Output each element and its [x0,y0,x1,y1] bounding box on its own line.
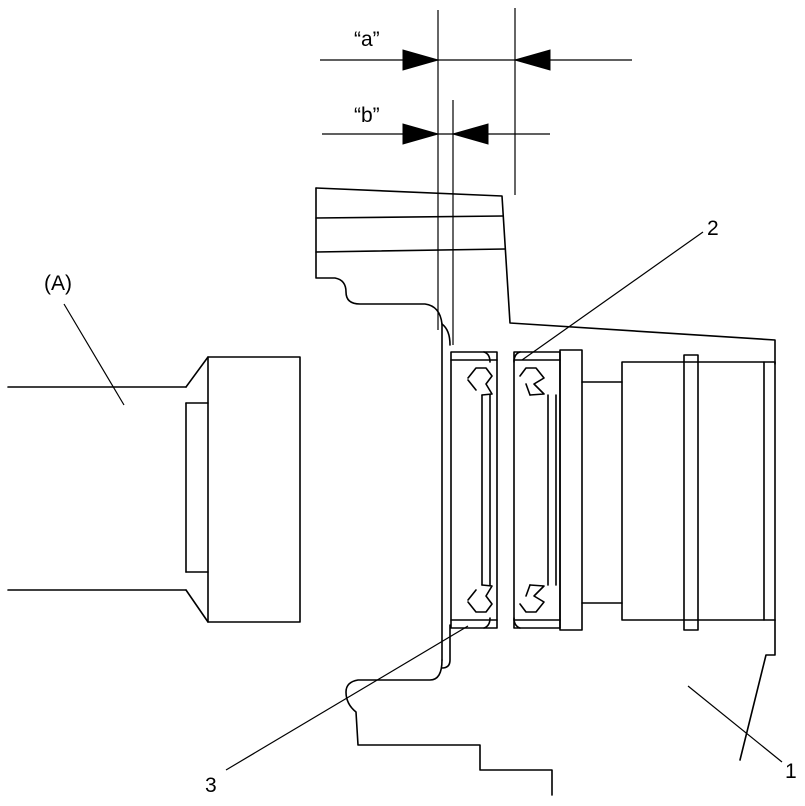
callout-1: 1 [785,760,797,783]
arrow-b-left [402,123,440,145]
leader-1 [687,685,783,763]
label-A: (A) [44,272,72,295]
callout-2: 2 [707,217,719,240]
dimension-a-label: “a” [354,28,380,51]
shaft-A [7,356,301,623]
arrow-a-right [513,49,551,71]
dimension-b-label: “b” [354,104,380,127]
arrow-b-right [451,123,489,145]
arrow-a-left [402,49,440,71]
hub-assembly [621,354,776,761]
seal-sleeve [559,349,623,631]
leader-A [63,303,125,406]
housing-wall [345,323,553,796]
leader-2 [521,231,704,361]
dimension-a: “a” [320,8,632,330]
dimension-b: “b” [322,100,550,345]
seal-3 [450,351,498,629]
seal-2 [513,351,561,629]
callout-3: 3 [205,774,217,797]
leader-3 [225,625,469,771]
callout-leaders [63,231,783,771]
housing-upper [315,187,776,365]
